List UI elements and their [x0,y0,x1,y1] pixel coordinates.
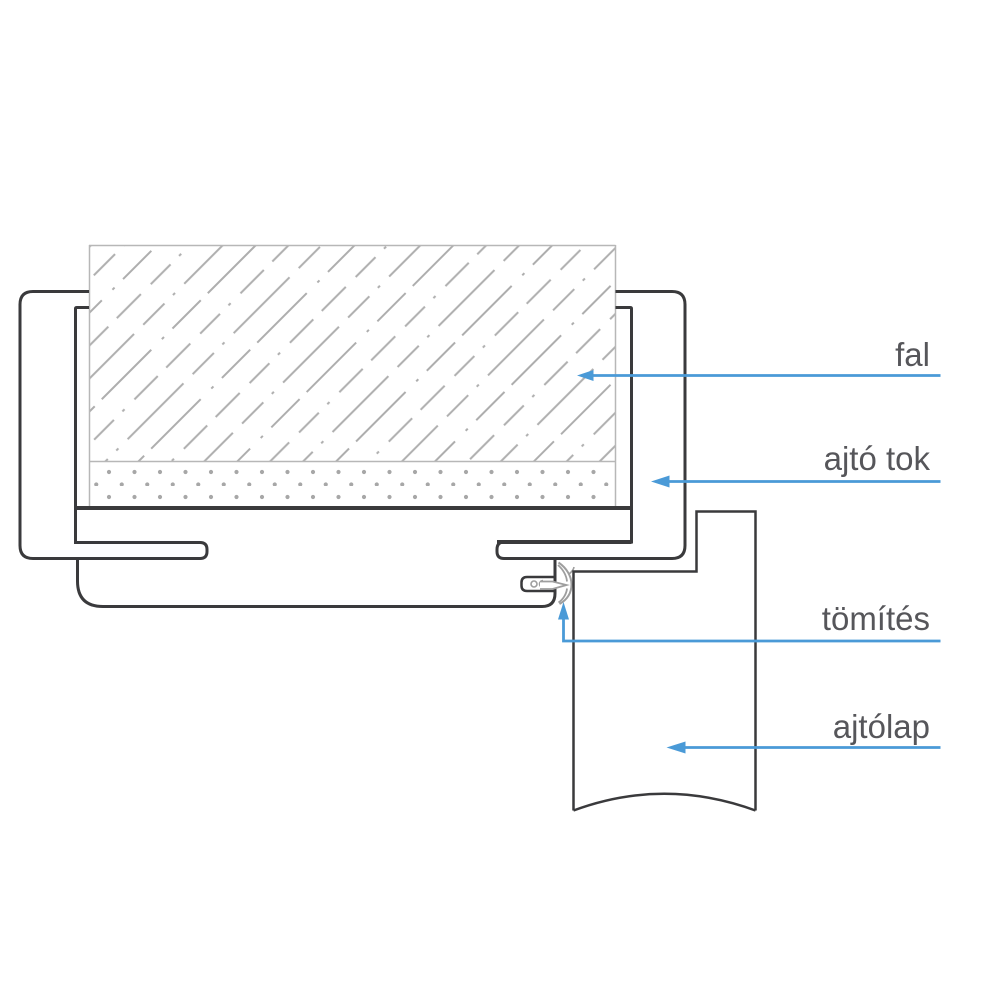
svg-text:ajtó tok: ajtó tok [824,440,931,477]
svg-text:tömítés: tömítés [822,600,930,637]
svg-text:fal: fal [895,336,930,373]
svg-text:ajtólap: ajtólap [833,708,930,745]
